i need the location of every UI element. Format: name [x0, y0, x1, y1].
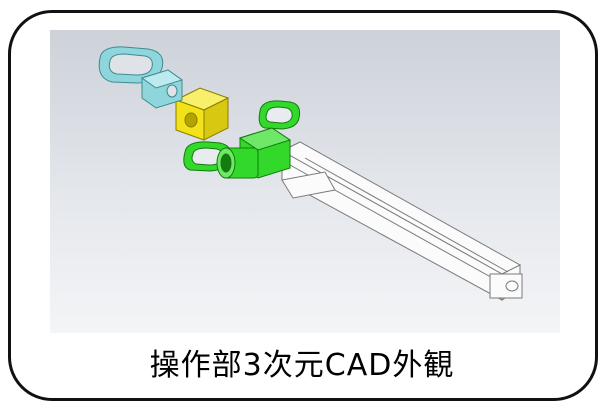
grip-cylinder-bore: [220, 153, 232, 173]
ring-loop-hole: [108, 53, 153, 76]
shaft-flap: [281, 171, 336, 199]
grip-handle-back-hole: [265, 106, 293, 124]
ring-part: [98, 46, 184, 109]
cad-model-drawing: [50, 30, 560, 333]
ring-connector-top: [140, 69, 184, 89]
caption-text: 操作部3次元CAD外観: [149, 348, 455, 383]
middle-block-side: [203, 97, 229, 141]
middle-block-hole: [184, 112, 198, 128]
grip-body-top: [238, 127, 292, 151]
middle-block-part: [174, 87, 230, 141]
shaft-end-hole: [505, 280, 519, 292]
grip-part: [183, 100, 301, 179]
shaft-groove-line: [304, 157, 509, 273]
ring-connector-hole: [166, 84, 178, 98]
cad-render-view: [50, 30, 560, 333]
